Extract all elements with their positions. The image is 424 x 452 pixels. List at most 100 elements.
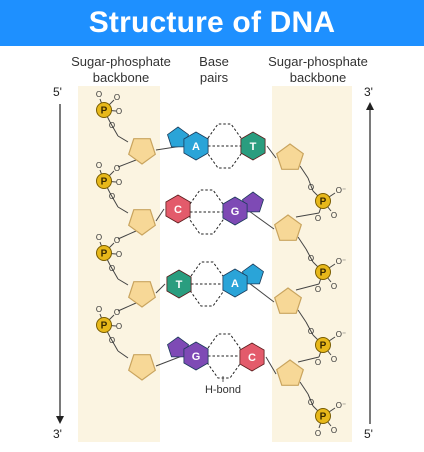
- left-backbone-bond-4-b: [117, 350, 129, 359]
- right-phosphate-2-label: P: [320, 268, 327, 279]
- right-phosphate-2-oxygen-minus: O⁻: [336, 257, 346, 266]
- left-phosphate-3-oxygen-r: O: [116, 250, 122, 259]
- left-base-1-hexagon: [183, 131, 209, 161]
- left-base-4-label: G: [192, 351, 201, 363]
- left-backbone-bond-1-c: [117, 159, 137, 168]
- left-phosphate-3-circle: [96, 245, 112, 261]
- right-sugar-1: [275, 143, 305, 170]
- right-strand-3-prime-label: 3': [364, 85, 373, 99]
- left-backbone-bond-3-a: [109, 264, 119, 280]
- page-title: Structure of DNA: [88, 6, 336, 39]
- right-backbone-bond-1-c: [295, 212, 320, 218]
- glycosidic-bond-right-2: [248, 210, 275, 230]
- right-strand-5-prime-label: 5': [364, 427, 373, 441]
- sugars: [127, 138, 305, 386]
- glycosidic-bond-left-3: [155, 283, 166, 294]
- right-backbone-bond-3-c: [297, 356, 320, 363]
- right-phosphate-2-oxygen-bottom: O: [315, 285, 321, 294]
- base-pairs-header-line-1: Base: [199, 54, 229, 69]
- glycosidic-bond-right-4: [265, 356, 277, 375]
- left-phosphate-4-oxygen-r: O: [116, 322, 122, 331]
- right-base-1-hexagon: [240, 131, 266, 161]
- glycosidic-bond-left-2: [155, 208, 165, 222]
- left-phosphate-4-oxygen-ur: O: [114, 308, 120, 317]
- left-phosphate-2-circle: [96, 173, 112, 189]
- base-pairs-header: Base pairs: [186, 54, 242, 86]
- left-phosphate-2-oxygen-bottom: O: [109, 192, 115, 201]
- left-phosphate-4-oxygen-top: O: [96, 305, 102, 314]
- left-phosphate-1-oxygen-r: O: [116, 107, 122, 116]
- left-backbone-bond-1-a: [109, 121, 119, 137]
- glycosidic-bond-right-1: [266, 145, 277, 159]
- left-sugar-3: [127, 281, 157, 308]
- left-base-4-pentagon: [167, 336, 189, 358]
- left-backbone-header: Sugar-phosphate backbone: [66, 54, 176, 86]
- right-base-3-pentagon: [242, 263, 264, 285]
- hydrogen-bond-outline-2: [189, 189, 224, 235]
- right-phosphate-4-oxygen-ul: O: [308, 398, 314, 407]
- left-backbone-bond-4-a: [109, 336, 119, 352]
- left-base-2-label: C: [174, 204, 182, 216]
- left-backbone-bond-2-b: [117, 206, 129, 214]
- right-phosphate-1-oxygen-bottom: O: [315, 214, 321, 223]
- right-phosphate-3-oxygen-bottom: O: [315, 358, 321, 367]
- right-sugar-2: [273, 214, 303, 241]
- hbond-label: H-bond: [205, 384, 241, 396]
- right-phosphate-4-oxygen-bottom: O: [315, 429, 321, 438]
- right-phosphate-1-label: P: [320, 197, 327, 208]
- right-phosphate-2-oxygen-ul: O: [308, 254, 314, 263]
- glycosidic-bond-left-4: [155, 355, 183, 367]
- right-base-1-label: T: [250, 141, 257, 153]
- glycosidic-bond-right-3: [248, 282, 275, 303]
- left-backbone-bond-3-c: [117, 302, 137, 312]
- left-phosphate-1-label: P: [101, 106, 108, 117]
- left-strand-arrow-head: [56, 416, 64, 424]
- left-phosphate-4-circle: [96, 317, 112, 333]
- right-backbone-bond-2-b: [305, 248, 314, 263]
- right-sugar-3: [273, 287, 303, 314]
- title-bar: Structure of DNA: [0, 0, 424, 46]
- left-phosphate-2-oxygen-ur: O: [114, 164, 120, 173]
- right-phosphate-2-oxygen-dr: O: [331, 282, 337, 291]
- right-base-2-pentagon: [242, 191, 264, 213]
- left-backbone-bond-3-b: [117, 278, 129, 286]
- left-phosphate-4-label: P: [101, 321, 108, 332]
- right-phosphate-3-oxygen-ul: O: [308, 327, 314, 336]
- right-backbone-bond-4-a: [299, 381, 309, 395]
- left-backbone-bond-2-c: [117, 230, 137, 240]
- right-phosphate-1-oxygen-minus: O⁻: [336, 186, 346, 195]
- left-strand-5-prime-label: 5': [53, 85, 62, 99]
- left-phosphate-2-label: P: [101, 177, 108, 188]
- left-strand-3-prime-label: 3': [53, 427, 62, 441]
- right-backbone-bond-2-c: [295, 283, 320, 291]
- right-phosphate-3-circle: [315, 337, 331, 353]
- left-phosphate-3-oxygen-bottom: O: [109, 264, 115, 273]
- left-phosphate-1-circle: [96, 102, 112, 118]
- left-phosphate-3-oxygen-top: O: [96, 233, 102, 242]
- right-phosphate-4-label: P: [320, 412, 327, 423]
- right-backbone-header: Sugar-phosphate backbone: [256, 54, 380, 86]
- right-backbone-bond-2-a: [297, 236, 307, 250]
- left-phosphate-1-oxygen-top: O: [96, 90, 102, 99]
- base-pairs-header-line-2: pairs: [199, 70, 229, 85]
- left-backbone-header-line-1: Sugar-phosphate: [71, 54, 171, 69]
- left-base-2-hexagon: [165, 194, 191, 224]
- right-phosphate-1-oxygen-dr: O: [331, 211, 337, 220]
- hydrogen-bonds: [189, 123, 242, 379]
- right-backbone-header-line-2: backbone: [289, 70, 347, 85]
- right-backbone-bond-4-b: [307, 393, 314, 407]
- right-phosphate-4-oxygen-dr: O: [331, 426, 337, 435]
- left-sugar-1: [127, 138, 157, 165]
- left-backbone-bond-2-a: [109, 192, 119, 208]
- left-base-3-hexagon: [166, 269, 192, 299]
- right-backbone-bond-1-b: [307, 177, 314, 192]
- left-sugar-4: [127, 354, 157, 381]
- right-base-2-hexagon: [222, 196, 248, 226]
- strand-arrows: [56, 102, 374, 424]
- right-phosphate-4-oxygen-minus: O⁻: [336, 401, 346, 410]
- right-phosphate-1-circle: [315, 193, 331, 209]
